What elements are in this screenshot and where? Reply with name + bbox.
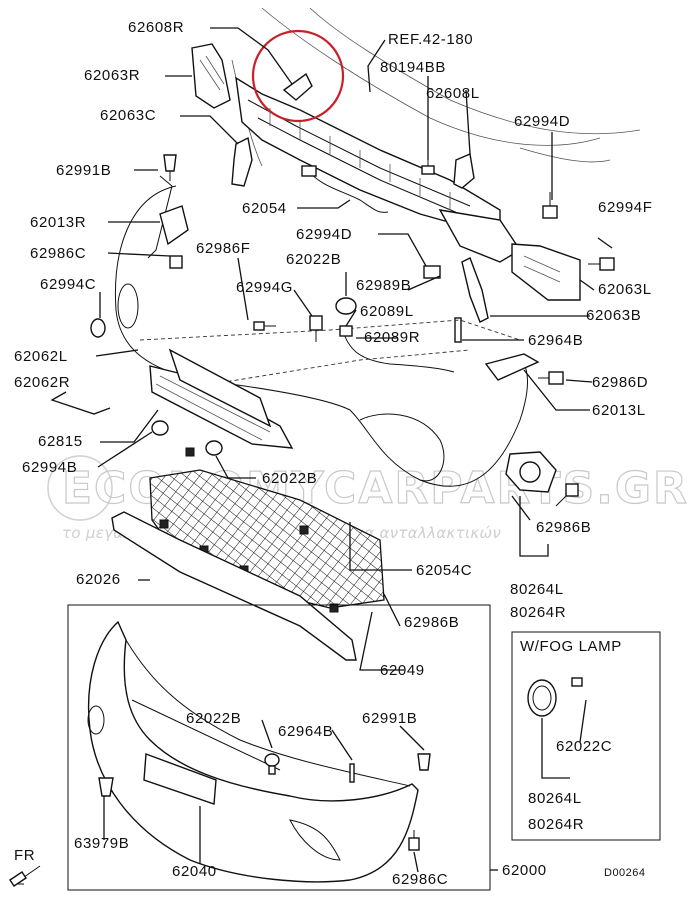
part-labels: 62608R REF.42-180 62063R 80194BB 62608L …: [14, 19, 652, 888]
fog-lamp-title: W/FOG LAMP: [520, 638, 622, 655]
label-62986C-box: 62986C: [392, 871, 448, 888]
fasteners-box: [98, 753, 431, 851]
label-80264L-upper: 80264L: [510, 581, 564, 598]
bumper-face-frame: [67, 604, 491, 891]
label-62964B-box: 62964B: [278, 723, 333, 740]
bracket-62063L: [511, 243, 581, 301]
body-reference-outline: [231, 7, 641, 167]
bumper-reinforcement: [235, 76, 521, 263]
harness-62054: [307, 169, 389, 213]
lower-trim-62026: [111, 511, 357, 661]
highlight-circle: [251, 29, 345, 123]
label-62022B-mid: 62022B: [262, 470, 317, 487]
label-62040: 62040: [172, 863, 217, 880]
label-62994G: 62994G: [236, 279, 293, 296]
label-62049: 62049: [380, 662, 425, 679]
label-80194BB: 80194BB: [380, 59, 446, 76]
label-62026: 62026: [76, 571, 121, 588]
label-62054C: 62054C: [416, 562, 472, 579]
label-62991B-box: 62991B: [362, 710, 417, 727]
label-62063B: 62063B: [586, 307, 641, 324]
label-62063C: 62063C: [100, 107, 156, 124]
label-62062L: 62062L: [14, 348, 68, 365]
label-62608L: 62608L: [426, 85, 480, 102]
label-62089R: 62089R: [364, 329, 420, 346]
label-62013R: 62013R: [30, 214, 86, 231]
label-80264R-upper: 80264R: [510, 604, 566, 621]
label-62022B-box: 62022B: [186, 710, 241, 727]
label-62063R: 62063R: [84, 67, 140, 84]
label-62986B-grille: 62986B: [404, 614, 459, 631]
label-62989B: 62989B: [356, 277, 411, 294]
label-62964B-top: 62964B: [528, 332, 583, 349]
label-62991B-top: 62991B: [56, 162, 111, 179]
fasteners-upper: [90, 150, 615, 507]
label-62994D-upper: 62994D: [514, 113, 570, 130]
label-63979B: 63979B: [74, 835, 129, 852]
label-80264L-lower: 80264L: [528, 790, 582, 807]
diagram-id: D00264: [604, 867, 646, 879]
label-62986F: 62986F: [196, 240, 250, 257]
front-label: FR: [14, 847, 35, 864]
license-plate-bracket-62040: [143, 753, 217, 805]
upper-grille-62815: [149, 348, 294, 449]
label-62608R: 62608R: [128, 19, 184, 36]
fog-lamp-frame: [511, 631, 661, 841]
label-62013L: 62013L: [592, 402, 646, 419]
clip-62013L: [484, 353, 540, 381]
label-62089L: 62089L: [360, 303, 414, 320]
label-62994C: 62994C: [40, 276, 96, 293]
label-62063L: 62063L: [598, 281, 652, 298]
label-62986C-left: 62986C: [30, 245, 86, 262]
fog-lamp-bracket: [505, 451, 557, 493]
harness-62089: [343, 333, 455, 373]
label-62994D-lower: 62994D: [296, 226, 352, 243]
label-62994B: 62994B: [22, 459, 77, 476]
bracket-62608R: [251, 29, 345, 123]
label-62054: 62054: [242, 200, 287, 217]
label-62994F: 62994F: [598, 199, 652, 216]
fog-lamp-ring: [527, 677, 583, 717]
label-62000: 62000: [502, 862, 547, 879]
label-62986B-right: 62986B: [536, 519, 591, 536]
label-62022C: 62022C: [556, 738, 612, 755]
bracket-62063B: [461, 257, 489, 323]
label-62022B-top: 62022B: [286, 251, 341, 268]
front-direction-arrow-icon: [9, 865, 41, 887]
leader-lines: [50, 27, 613, 873]
bracket-62063C: [231, 136, 253, 187]
label-62815: 62815: [38, 433, 83, 450]
front-bumper-62000: [87, 620, 419, 883]
label-ref: REF.42-180: [388, 31, 473, 48]
label-62986D: 62986D: [592, 374, 648, 391]
bumper-cover-outline: [114, 175, 528, 487]
bracket-62608L: [453, 153, 475, 189]
label-80264R-lower: 80264R: [528, 816, 584, 833]
label-62062R: 62062R: [14, 374, 70, 391]
